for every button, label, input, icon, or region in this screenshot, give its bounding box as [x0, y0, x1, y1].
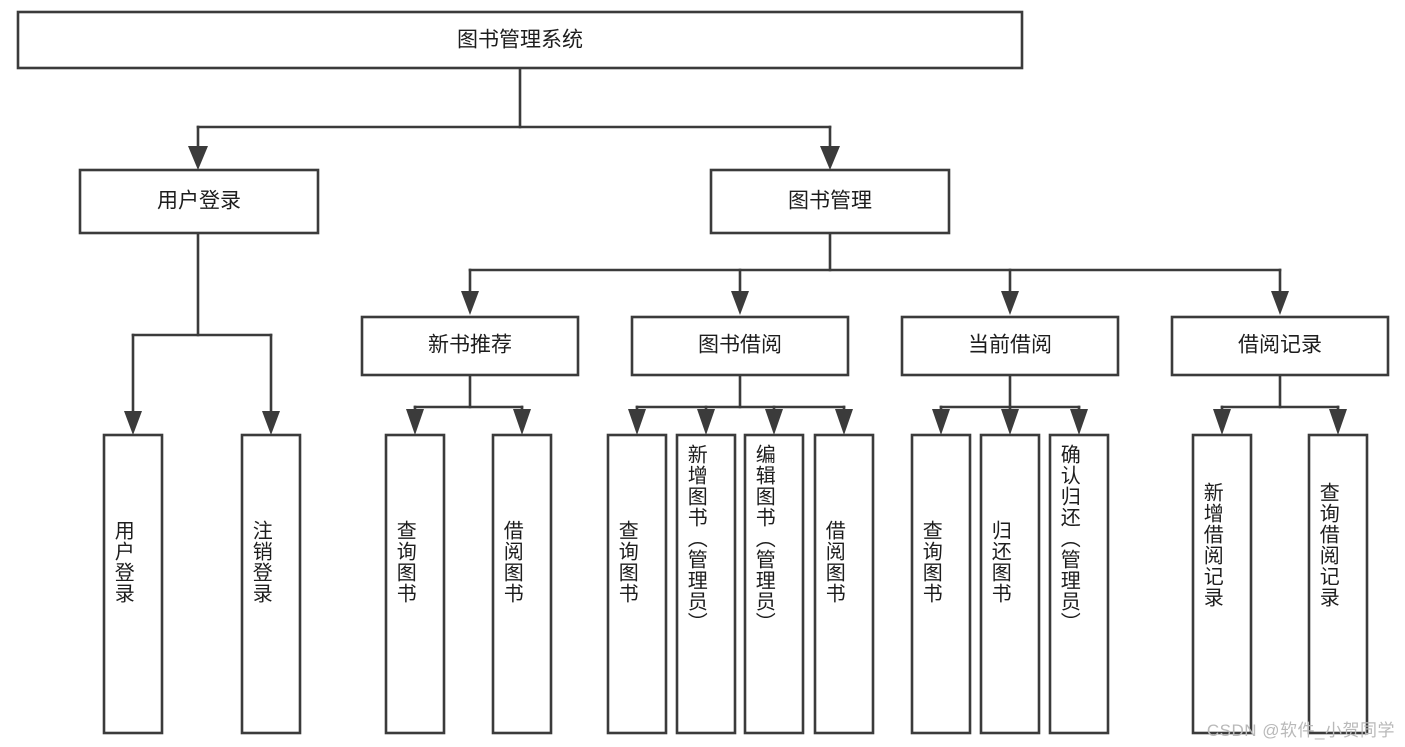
- node-leaf-borrow-book-2-box[interactable]: [813, 433, 875, 735]
- node-book-management-label: 图书管理: [788, 190, 872, 213]
- arrow-head-borrow-record: [1271, 291, 1289, 315]
- arrow-head-leaf-borrow-book-2: [835, 409, 853, 435]
- node-book-borrow-label: 图书借阅: [698, 334, 782, 357]
- node-root-box[interactable]: [16, 10, 1024, 70]
- connector-layer: [124, 66, 1347, 435]
- node-book-management-box[interactable]: [709, 168, 951, 235]
- node-leaf-borrow-book-1-box[interactable]: [491, 433, 553, 735]
- arrow-head-leaf-query-book-2: [628, 409, 646, 435]
- arrow-head-book-management: [820, 146, 840, 170]
- arrow-head-leaf-add-record: [1213, 409, 1231, 435]
- arrow-head-leaf-confirm-return: [1070, 409, 1088, 435]
- arrow-head-leaf-user-login: [124, 411, 142, 435]
- node-current-borrow-box[interactable]: [900, 315, 1120, 377]
- arrow-head-leaf-query-book-3: [932, 409, 950, 435]
- arrow-head-leaf-add-book: [697, 409, 715, 435]
- node-borrow-record-box[interactable]: [1170, 315, 1390, 377]
- node-leaf-edit-book-box[interactable]: [743, 433, 805, 735]
- node-leaf-query-book-1-box[interactable]: [384, 433, 446, 735]
- node-leaf-add-book-box[interactable]: [675, 433, 737, 735]
- arrow-head-leaf-query-book-1: [406, 409, 424, 435]
- node-leaf-query-record-box[interactable]: [1307, 433, 1369, 735]
- arrow-head-user-login: [188, 146, 208, 170]
- node-current-borrow-label: 当前借阅: [968, 334, 1052, 357]
- node-book-borrow-box[interactable]: [630, 315, 850, 377]
- node-user-login-box[interactable]: [78, 168, 320, 235]
- node-new-book-recommend-label: 新书推荐: [428, 334, 512, 357]
- node-leaf-query-book-2-box[interactable]: [606, 433, 668, 735]
- arrow-head-book-borrow: [731, 291, 749, 315]
- node-root-label: 图书管理系统: [457, 29, 583, 52]
- node-leaf-query-book-3-box[interactable]: [910, 433, 972, 735]
- node-borrow-record-label: 借阅记录: [1238, 334, 1322, 357]
- arrow-head-leaf-query-record: [1329, 409, 1347, 435]
- node-layer: 图书管理系统 用户登录 图书管理 新书推荐 图书借阅 当前借阅 借阅记录: [16, 10, 1390, 735]
- node-leaf-user-logout-box[interactable]: [240, 433, 302, 735]
- node-leaf-add-record-box[interactable]: [1191, 433, 1253, 735]
- node-user-login-label: 用户登录: [157, 190, 241, 213]
- node-leaf-return-book-box[interactable]: [979, 433, 1041, 735]
- node-leaf-user-login-box[interactable]: [102, 433, 164, 735]
- csdn-watermark: CSDN @软件_小贺同学: [1206, 721, 1395, 740]
- arrow-head-leaf-return-book: [1001, 409, 1019, 435]
- node-new-book-recommend-box[interactable]: [360, 315, 580, 377]
- arrow-head-leaf-user-logout: [262, 411, 280, 435]
- arrow-head-new-book-recommend: [461, 291, 479, 315]
- arrow-head-leaf-borrow-book-1: [513, 409, 531, 435]
- node-leaf-confirm-return-box[interactable]: [1048, 433, 1110, 735]
- arrow-head-leaf-edit-book: [765, 409, 783, 435]
- arrow-head-current-borrow: [1001, 291, 1019, 315]
